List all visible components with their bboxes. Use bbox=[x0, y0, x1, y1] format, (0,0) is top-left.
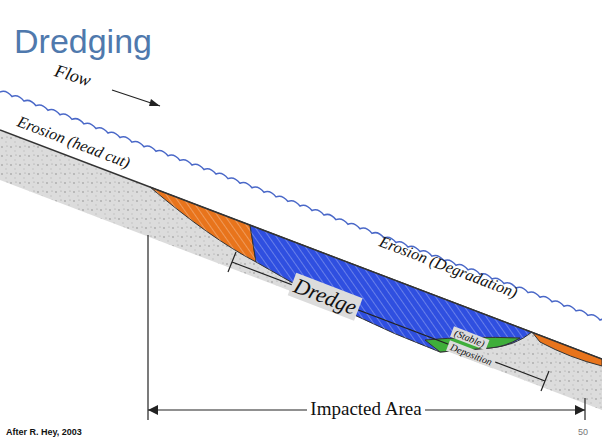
flow-arrow bbox=[112, 90, 160, 106]
extent-line bbox=[584, 398, 585, 420]
slide-title: Dredging bbox=[14, 22, 152, 61]
head-cut-area bbox=[150, 187, 256, 262]
arrowhead bbox=[575, 405, 585, 415]
arrowhead bbox=[148, 405, 158, 415]
water-surface bbox=[0, 91, 602, 324]
flow-label: Flow bbox=[49, 60, 96, 92]
arrowhead bbox=[149, 99, 160, 106]
dimension-label: Impacted Area bbox=[307, 399, 424, 420]
dredge-area bbox=[250, 225, 532, 352]
bracket-tick bbox=[541, 371, 549, 391]
source-note: After R. Hey, 2003 bbox=[6, 428, 82, 438]
bed-line bbox=[0, 130, 602, 359]
bracket-tick bbox=[228, 252, 236, 272]
hatching bbox=[250, 225, 532, 352]
hatching bbox=[150, 187, 256, 262]
extent-line bbox=[147, 235, 148, 420]
ground-band bbox=[0, 130, 602, 410]
slide-number: 50 bbox=[578, 428, 588, 438]
